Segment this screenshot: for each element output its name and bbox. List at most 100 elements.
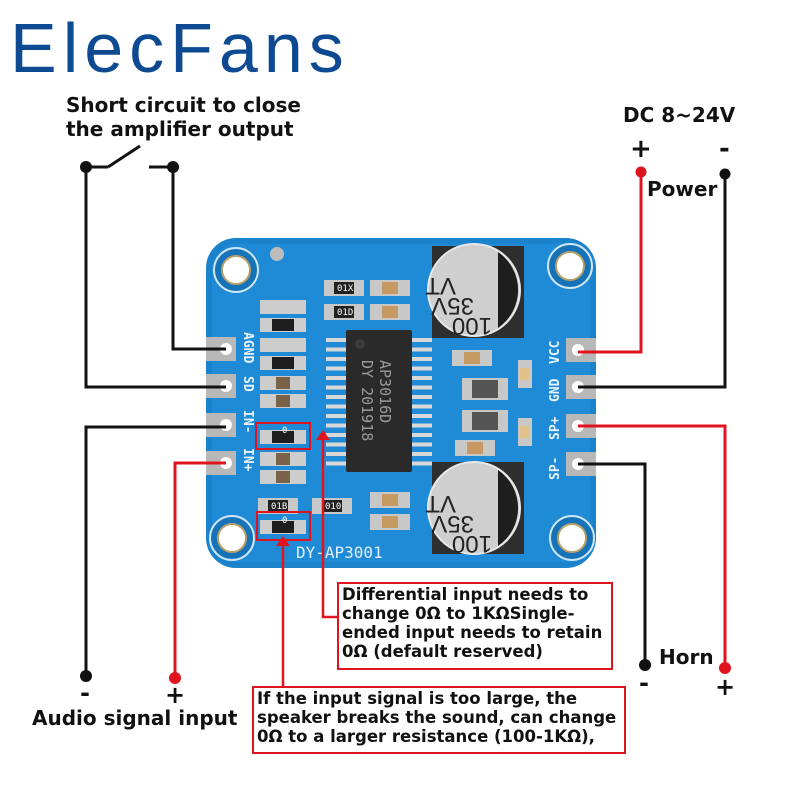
power-voltage: DC 8~24V [623, 103, 736, 127]
mount-hole-tl [213, 247, 259, 293]
horn-minus-label: - [639, 669, 649, 697]
wire-switch-to-agnd [171, 167, 226, 351]
audio-minus-terminal [80, 670, 92, 682]
capacitor-bottom-voltage: 35V [431, 510, 474, 537]
callout-signal-line3: 0Ω to a larger resistance (100-1KΩ), [257, 727, 595, 746]
chip-pin [326, 385, 346, 390]
smd-component [260, 300, 306, 314]
switch-label-line1: Short circuit to close [66, 93, 301, 117]
chip-label-line2: DY 201918 [358, 360, 376, 441]
top-resistors: 01X 01D 01B 010 [258, 280, 532, 530]
wire-horn-plus [578, 424, 727, 668]
pin-label-sp-plus: SP+ [548, 416, 563, 440]
callout-differential-line4: 0Ω (default reserved) [342, 642, 543, 661]
capacitor-top-voltage: 35V [431, 292, 474, 319]
highlight-resistor-input [255, 422, 311, 450]
smd-body [272, 319, 294, 331]
chip-pin [326, 347, 346, 352]
resistor-input-value: 0 [282, 426, 288, 436]
chip-pin [326, 404, 346, 409]
chip-pin [412, 423, 432, 428]
callout-differential-line2: change 0Ω to 1KΩSingle- [342, 604, 575, 623]
horn-plus-terminal [719, 662, 731, 674]
chip-pin [326, 442, 346, 447]
pcb-board: AGND SD IN- IN+ VCC GND SP+ SP- 01X 01D … [206, 238, 596, 568]
chip-pin [326, 414, 346, 418]
pin-label-agnd: AGND [240, 332, 255, 363]
callout-differential-input: Differential input needs to change 0Ω to… [337, 582, 613, 670]
pin-label-gnd: GND [548, 378, 563, 402]
smd-component [260, 338, 306, 352]
chip-pin [412, 433, 432, 437]
power-plus: + [630, 134, 652, 164]
horn-plus-label: + [715, 673, 736, 701]
chip-pin [412, 395, 432, 399]
smd-body [272, 431, 294, 443]
resistor-column [260, 300, 306, 534]
chip-pin [326, 433, 346, 437]
resistor-code-01d: 01D [337, 308, 353, 318]
wire-audio-plus [173, 461, 226, 678]
wire-horn-minus [578, 462, 647, 663]
chip-pin [326, 338, 346, 342]
chip-pin [412, 452, 432, 456]
pin-label-sd: SD [240, 376, 255, 392]
switch-symbol [86, 144, 173, 169]
smd-body [276, 377, 290, 389]
wire-power-minus [578, 174, 727, 389]
smd-body [272, 357, 294, 369]
wire-audio-minus [84, 425, 226, 676]
pin-label-in-minus: IN- [240, 410, 255, 433]
callout-differential-line3: ended input needs to retain [342, 623, 603, 642]
chip-pin [326, 461, 346, 466]
smd-body [276, 395, 290, 407]
power-plus-terminal [635, 166, 647, 178]
audio-minus-label: - [80, 679, 90, 707]
smd-body [276, 471, 290, 483]
mount-hole-bl [209, 515, 255, 561]
power-minus-terminal [719, 168, 731, 180]
pin-label-sp-minus: SP- [548, 457, 563, 480]
capacitor-top-series: VT [425, 272, 456, 299]
chip-pin [326, 357, 346, 361]
callout-signal-line1: If the input signal is too large, the [257, 689, 578, 708]
board-model-label: DY-AP3001 [296, 543, 383, 562]
resistor-gain-value: 0 [282, 516, 288, 526]
chip-pin [412, 338, 432, 342]
capacitor-bottom: 100 35V VT [425, 461, 524, 557]
smd-body [272, 521, 294, 533]
capacitor-top-value: 100 [452, 312, 492, 339]
callout-signal-too-large: If the input signal is too large, the sp… [252, 686, 626, 754]
capacitor-bottom-value: 100 [452, 530, 492, 557]
chip-label-line1: AP3016D [376, 360, 394, 423]
chip-pin [412, 357, 432, 361]
wire-switch-to-sd [84, 167, 226, 389]
pin-label-in-plus: IN+ [240, 448, 255, 472]
brand-logo: ElecFans [10, 9, 350, 87]
chip-pin [326, 376, 346, 380]
pin-label-vcc: VCC [548, 341, 563, 364]
amplifier-chip: AP3016D DY 201918 [326, 330, 432, 472]
mount-hole-br [549, 515, 595, 561]
chip-pin [412, 385, 432, 390]
chip-pin [412, 414, 432, 418]
smd-body [276, 453, 290, 465]
resistor-code-01x: 01X [337, 284, 354, 294]
capacitor-bottom-series: VT [425, 490, 456, 517]
chip-pin [412, 376, 432, 380]
leader-differential [321, 437, 338, 619]
horn-label: Horn [659, 645, 714, 669]
callout-differential-line1: Differential input needs to [342, 585, 589, 604]
audio-plus-terminal [169, 672, 181, 684]
power-minus: - [719, 134, 730, 164]
capacitor-top: 100 35V VT [425, 243, 524, 339]
chip-pin [412, 347, 432, 352]
chip-pin [412, 442, 432, 447]
chip-pin [412, 461, 432, 466]
left-pads [206, 337, 236, 475]
chip-pin [326, 366, 346, 371]
audio-plus-label: + [165, 681, 186, 709]
callout-signal-line2: speaker breaks the sound, can change [257, 708, 617, 727]
resistor-code-01b: 01B [271, 502, 287, 512]
